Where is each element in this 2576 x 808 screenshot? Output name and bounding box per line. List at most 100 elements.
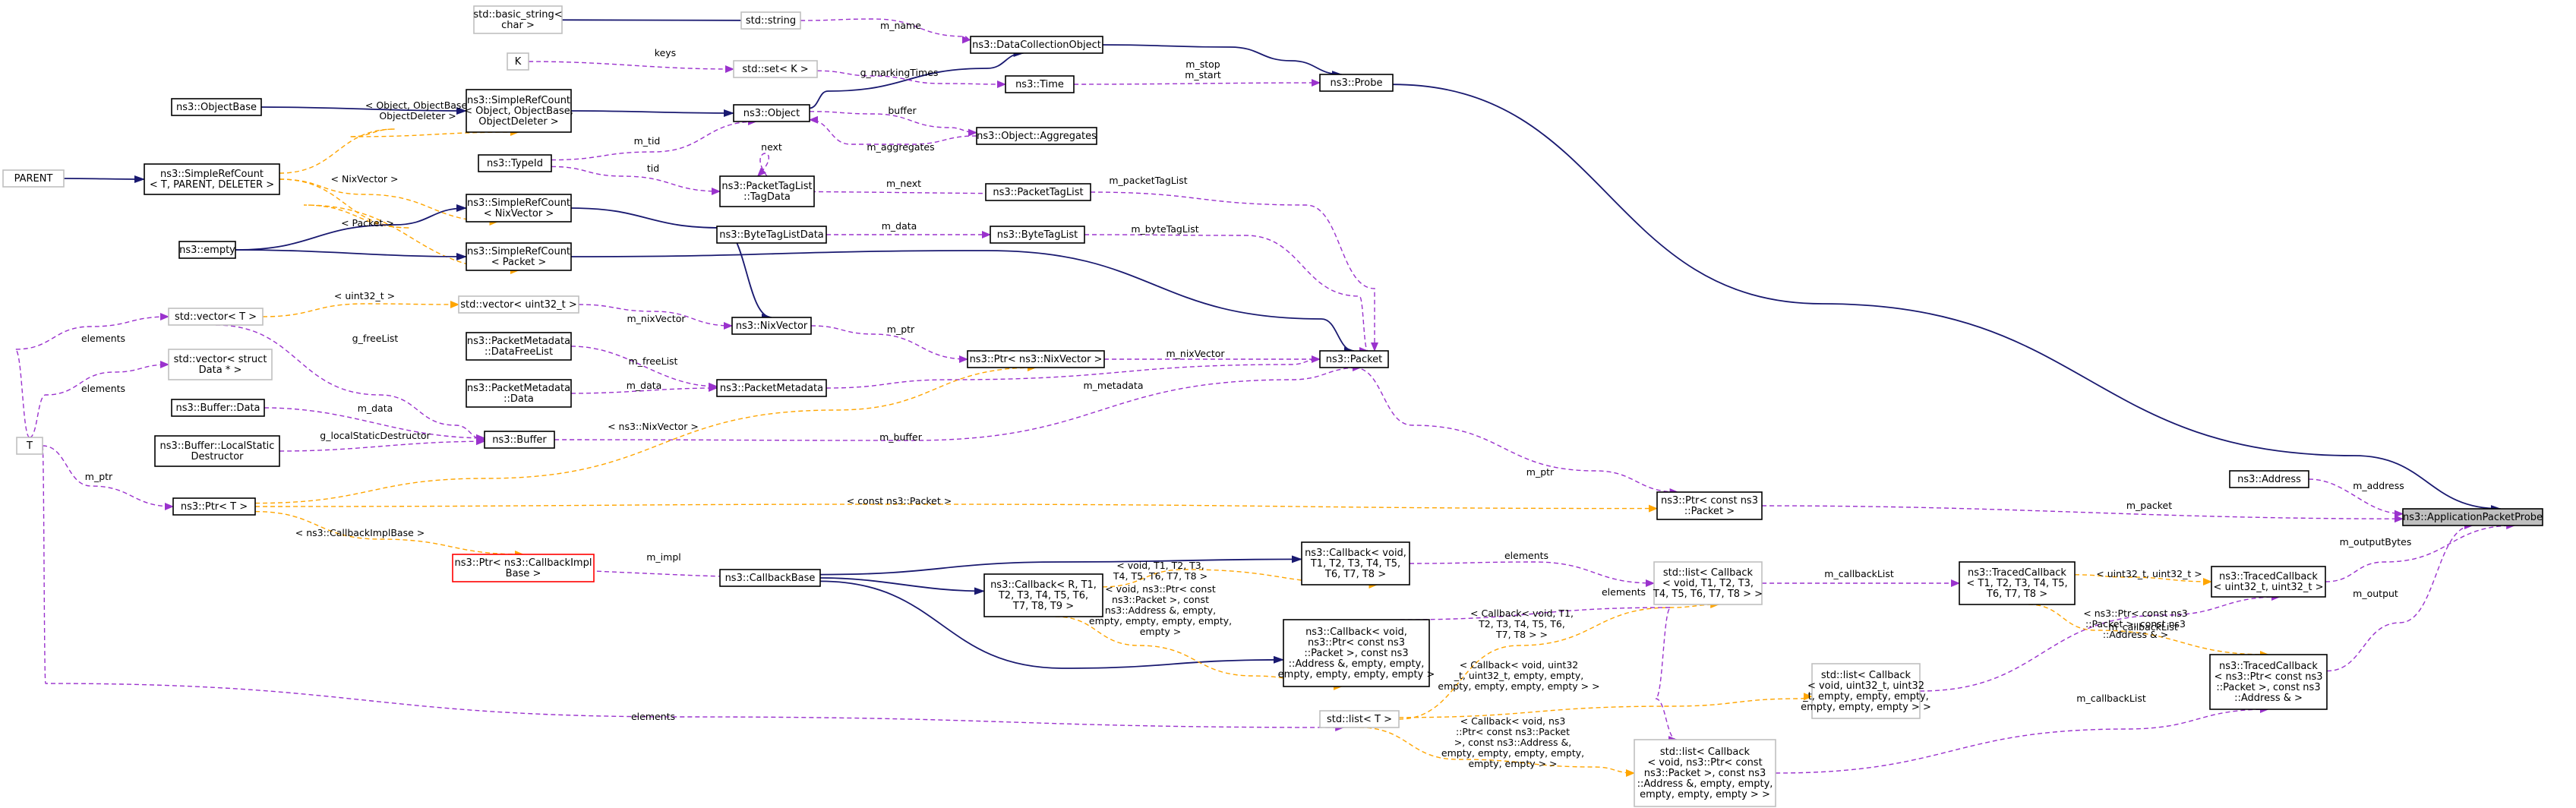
edge-label-Ptr_T-to-Ptr_CallbackImpl: < ns3::CallbackImplBase >: [295, 527, 425, 538]
class-label-Ptr_NixVector: ns3::Ptr< ns3::NixVector >: [970, 354, 1103, 365]
class-node-Buffer_Data[interactable]: ns3::Buffer::Data: [171, 399, 265, 417]
class-node-SRC_T[interactable]: ns3::SimpleRefCount< T, PARENT, DELETER …: [144, 163, 280, 195]
class-node-CallbackBase[interactable]: ns3::CallbackBase: [719, 569, 821, 587]
edge-inherit-CallbackBase-to-Callback_R_T: [819, 577, 985, 595]
class-node-AppPacketProbe[interactable]: ns3::ApplicationPacketProbe: [2402, 508, 2543, 526]
class-label-list_T: std::list< T >: [1327, 714, 1392, 725]
class-node-basic_string: std::basic_string<char >: [473, 5, 563, 34]
edge-usage-LocalStatic-to-Buffer: [279, 437, 485, 452]
class-node-ByteTagListData[interactable]: ns3::ByteTagListData: [716, 226, 827, 244]
class-node-Object[interactable]: ns3::Object: [733, 104, 810, 122]
edge-template-vector_T-to-vector_uint32: [262, 300, 459, 317]
edge-usage-Callback_void_T-to-list_Callback_T: [1409, 561, 1655, 587]
class-box-Object: [733, 104, 810, 122]
class-node-DataCollectionObject[interactable]: ns3::DataCollectionObject: [970, 36, 1103, 54]
edge-label-LocalStatic-to-Buffer: g_localStaticDestructor: [320, 430, 431, 441]
edge-inherit-SRC_NixVector-to-NixVector: [570, 207, 772, 321]
edge-label-list_Callback_T-to-TracedCallback_T: m_callbackList: [1824, 568, 1894, 579]
class-box-SRC_T: [144, 163, 280, 195]
class-box-T: [16, 437, 43, 455]
class-box-SRC_Packet: [466, 242, 572, 271]
edge-usage-TagData-to-TagData: [756, 153, 769, 177]
class-node-PM_Data[interactable]: ns3::PacketMetadata::Data: [466, 379, 572, 408]
edge-template-SRC_T-to-SRC_NixVector: [279, 178, 499, 226]
edge-label-Ptr_CallbackImpl-to-CallbackBase: m_impl: [646, 551, 680, 563]
class-label-std_string: std::string: [746, 15, 796, 27]
edge-template-Ptr_T-to-Ptr_const_Packet: [254, 503, 1658, 513]
class-node-Callback_void_Packet[interactable]: ns3::Callback< void,ns3::Ptr< const ns3:…: [1278, 619, 1435, 687]
class-node-NixVector[interactable]: ns3::NixVector: [731, 317, 812, 335]
class-box-set_K: [733, 60, 818, 78]
class-label-CallbackBase: ns3::CallbackBase: [725, 573, 816, 584]
class-box-list_Callback_Packet: [1634, 739, 1776, 807]
class-node-ObjectBase[interactable]: ns3::ObjectBase: [171, 98, 262, 116]
class-node-Buffer[interactable]: ns3::Buffer: [484, 431, 555, 449]
class-node-list_T: std::list< T >: [1319, 710, 1400, 728]
class-node-SRC_Packet[interactable]: ns3::SimpleRefCount< Packet >: [466, 242, 572, 271]
edge-label-TracedCallback_T-to-TracedCallback_uint32: < uint32_t, uint32_t >: [2096, 568, 2202, 579]
edge-label-std_string-to-DataCollectionObject: m_name: [880, 20, 921, 31]
class-node-Ptr_T[interactable]: ns3::Ptr< T >: [172, 497, 256, 516]
class-node-Aggregates[interactable]: ns3::Object::Aggregates: [976, 127, 1097, 145]
class-label-SRC_Object: ns3::SimpleRefCount< Object, ObjectBase,…: [464, 95, 573, 128]
class-label-TracedCallback_uint32: ns3::TracedCallback< uint32_t, uint32_t …: [2214, 571, 2324, 593]
edge-usage-TypeId-to-TagData: [551, 166, 721, 195]
class-node-TracedCallback_uint32[interactable]: ns3::TracedCallback< uint32_t, uint32_t …: [2211, 566, 2326, 598]
edge-label-set_K-to-Time: g_markingTimes: [860, 67, 939, 78]
class-node-PacketMetadata[interactable]: ns3::PacketMetadata: [716, 379, 827, 397]
class-label-Ptr_const_Packet: ns3::Ptr< const ns3::Packet >: [1661, 495, 1758, 517]
class-label-T: T: [26, 440, 33, 452]
class-node-TracedCallback_T[interactable]: ns3::TracedCallback< T1, T2, T3, T4, T5,…: [1959, 561, 2076, 605]
class-node-TypeId[interactable]: ns3::TypeId: [478, 154, 552, 172]
edge-usage-Aggregates-to-Object: [809, 115, 977, 145]
edge-label-Aggregates-to-Object: m_aggregates: [867, 141, 934, 153]
edge-label-vector_T-to-Buffer: g_freeList: [352, 333, 399, 344]
class-box-list_T: [1319, 710, 1400, 728]
edge-usage-TracedCallback_Packet-to-AppPacketProbe: [2326, 522, 2473, 672]
class-node-Ptr_NixVector[interactable]: ns3::Ptr< ns3::NixVector >: [967, 350, 1105, 368]
class-label-list_Callback_uint32: std::list< Callback< void, uint32_t, uin…: [1801, 670, 1931, 713]
class-box-NixVector: [731, 317, 812, 335]
edge-inherit-CallbackBase-to-Callback_void_Packet: [819, 580, 1284, 669]
class-label-PacketTagList: ns3::PacketTagList: [993, 187, 1083, 198]
class-node-TracedCallback_Packet[interactable]: ns3::TracedCallback< ns3::Ptr< const ns3…: [2209, 654, 2328, 710]
class-label-Callback_R_T: ns3::Callback< R, T1,T2, T3, T4, T5, T6,…: [990, 579, 1097, 612]
edge-usage-Ptr_const_Packet-to-AppPacketProbe: [1761, 505, 2404, 523]
class-node-empty[interactable]: ns3::empty: [178, 241, 236, 259]
class-node-Callback_void_T[interactable]: ns3::Callback< void,T1, T2, T3, T4, T5,T…: [1301, 541, 1410, 585]
class-node-ByteTagList[interactable]: ns3::ByteTagList: [990, 226, 1085, 244]
class-node-SRC_NixVector[interactable]: ns3::SimpleRefCount< NixVector >: [466, 194, 572, 223]
class-node-Probe[interactable]: ns3::Probe: [1319, 74, 1394, 92]
class-label-PM_Data: ns3::PacketMetadata::Data: [467, 383, 570, 405]
edge-label-PM_Data-to-PacketMetadata: m_data: [627, 380, 662, 391]
edge-label-vector_T-to-vector_uint32: < uint32_t >: [334, 290, 395, 301]
edge-label-TracedCallback_T-to-TracedCallback_Packet: < ns3::Ptr< const ns3::Packet >, const n…: [2083, 608, 2188, 640]
edge-label-list_T-to-list_Callback_Packet: < Callback< void, ns3::Ptr< const ns3::P…: [1441, 715, 1584, 769]
class-node-TagData[interactable]: ns3::PacketTagList::TagData: [719, 175, 815, 207]
class-node-std_string: std::string: [740, 11, 801, 30]
class-box-TracedCallback_T: [1959, 561, 2076, 605]
class-node-Callback_R_T[interactable]: ns3::Callback< R, T1,T2, T3, T4, T5, T6,…: [983, 573, 1103, 617]
class-node-DataFreeList[interactable]: ns3::PacketMetadata::DataFreeList: [466, 332, 572, 361]
class-node-Time[interactable]: ns3::Time: [1005, 75, 1075, 93]
edge-label-ByteTagListData-to-ByteTagList: m_data: [882, 220, 917, 232]
edge-usage-list_Callback_uint32-to-TracedCallback_uint32: [1919, 593, 2281, 692]
class-node-Ptr_const_Packet[interactable]: ns3::Ptr< const ns3::Packet >: [1656, 491, 1763, 520]
class-box-PacketMetadata: [716, 379, 827, 397]
class-box-Callback_void_T: [1301, 541, 1410, 585]
edge-usage-std_string-to-DataCollectionObject: [800, 18, 971, 44]
class-node-SRC_Object[interactable]: ns3::SimpleRefCount< Object, ObjectBase,…: [464, 89, 573, 133]
class-box-list_Callback_T: [1653, 561, 1763, 605]
class-node-PacketTagList[interactable]: ns3::PacketTagList: [985, 183, 1091, 201]
class-label-Probe: ns3::Probe: [1331, 77, 1383, 89]
edge-usage-Packet-to-Ptr_const_Packet: [1353, 367, 1679, 496]
class-node-Packet[interactable]: ns3::Packet: [1319, 350, 1389, 368]
class-node-set_K: std::set< K >: [733, 60, 818, 78]
class-node-Address[interactable]: ns3::Address: [2229, 470, 2309, 488]
edge-label-TypeId-to-TagData: tid: [647, 163, 659, 174]
